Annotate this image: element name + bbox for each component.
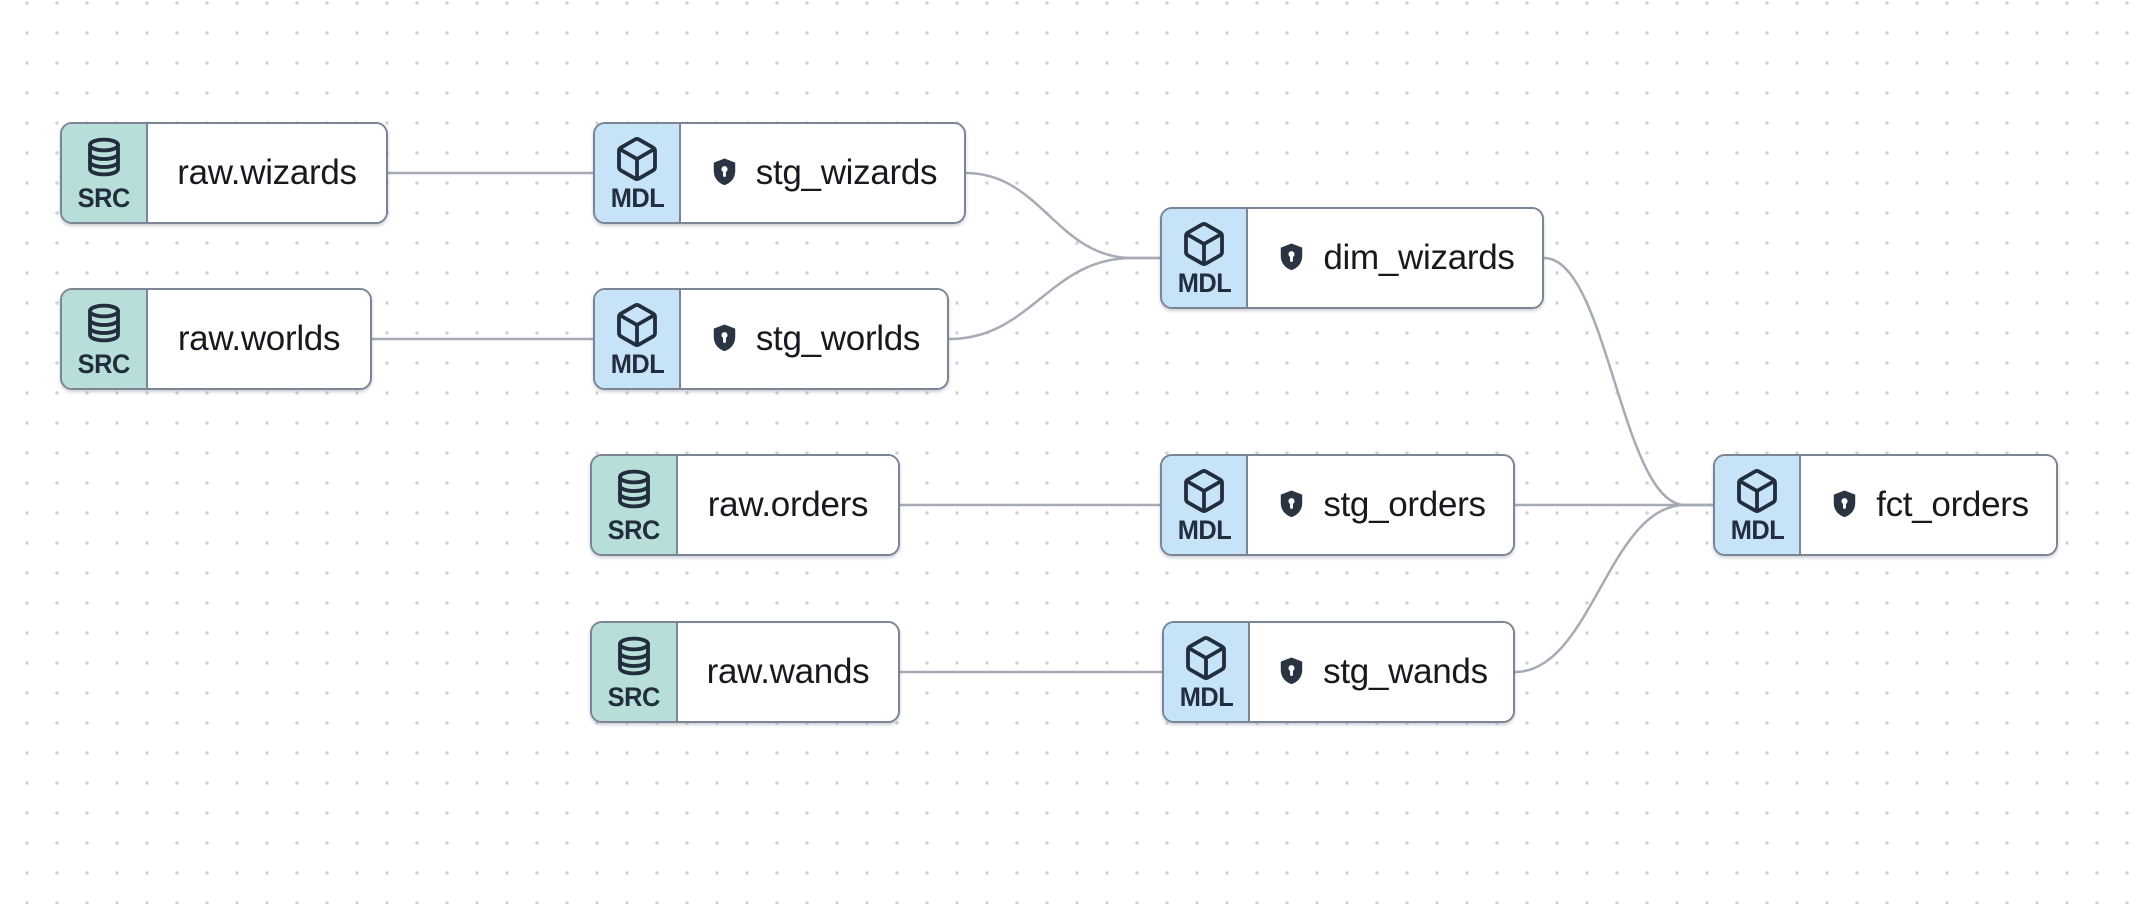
node-type-label: MDL	[1177, 267, 1231, 298]
node-type-badge: SRC	[592, 623, 678, 721]
node-stg-wands[interactable]: MDL stg_wands	[1162, 621, 1515, 723]
shield-lock-icon	[1275, 488, 1308, 523]
node-type-badge: SRC	[62, 290, 148, 388]
cube-icon	[1180, 220, 1228, 268]
node-type-label: MDL	[610, 182, 664, 213]
node-label: fct_orders	[1876, 485, 2029, 524]
node-stg-wizards[interactable]: MDL stg_wizards	[593, 122, 966, 224]
edge-stg-wizards-to-dim-wizards	[965, 171, 1160, 260]
cube-icon	[1733, 467, 1781, 515]
cube-icon	[1182, 634, 1230, 682]
node-body: raw.wands	[678, 623, 898, 721]
database-icon	[610, 634, 658, 682]
database-icon	[610, 467, 658, 515]
shield-lock-icon	[1828, 488, 1861, 523]
node-type-label: SRC	[77, 348, 131, 379]
node-type-badge: MDL	[1162, 209, 1248, 307]
node-raw-orders[interactable]: SRC raw.orders	[590, 454, 900, 556]
node-body: raw.orders	[678, 456, 898, 554]
cube-icon	[613, 135, 661, 183]
node-label: stg_worlds	[755, 319, 921, 358]
node-fct-orders[interactable]: MDL fct_orders	[1713, 454, 2058, 556]
node-raw-wands[interactable]: SRC raw.wands	[590, 621, 900, 723]
node-label: stg_wizards	[755, 153, 938, 192]
node-type-badge: MDL	[1164, 623, 1250, 721]
database-icon	[80, 135, 128, 183]
edge-dim-wizards-to-fct-orders	[1543, 256, 1713, 507]
node-type-badge: SRC	[592, 456, 678, 554]
cube-icon	[1180, 467, 1228, 515]
node-body: stg_orders	[1248, 456, 1513, 554]
edge-stg-wands-to-fct-orders	[1514, 503, 1713, 674]
node-label: raw.orders	[707, 485, 869, 524]
node-type-label: MDL	[1179, 681, 1233, 712]
node-dim-wizards[interactable]: MDL dim_wizards	[1160, 207, 1544, 309]
node-body: raw.worlds	[148, 290, 370, 388]
cube-icon	[613, 301, 661, 349]
edge-stg-worlds-to-dim-wizards	[948, 256, 1160, 341]
node-label: raw.wizards	[177, 153, 357, 192]
node-body: stg_wands	[1250, 623, 1513, 721]
node-stg-orders[interactable]: MDL stg_orders	[1160, 454, 1515, 556]
node-type-badge: MDL	[1162, 456, 1248, 554]
node-label: raw.wands	[706, 652, 870, 691]
shield-lock-icon	[708, 156, 741, 191]
node-type-label: MDL	[1177, 514, 1231, 545]
node-type-label: SRC	[607, 681, 661, 712]
node-body: raw.wizards	[148, 124, 386, 222]
node-body: stg_wizards	[681, 124, 964, 222]
node-stg-worlds[interactable]: MDL stg_worlds	[593, 288, 949, 390]
node-raw-worlds[interactable]: SRC raw.worlds	[60, 288, 372, 390]
database-icon	[80, 301, 128, 349]
node-body: stg_worlds	[681, 290, 947, 388]
node-type-badge: MDL	[1715, 456, 1801, 554]
node-label: stg_wands	[1323, 652, 1488, 691]
node-body: dim_wizards	[1248, 209, 1542, 307]
node-raw-wizards[interactable]: SRC raw.wizards	[60, 122, 388, 224]
node-type-label: SRC	[607, 514, 661, 545]
node-type-label: SRC	[77, 182, 131, 213]
shield-lock-icon	[1275, 241, 1308, 276]
node-type-badge: MDL	[595, 124, 681, 222]
node-label: stg_orders	[1323, 485, 1486, 524]
node-label: raw.worlds	[177, 319, 341, 358]
node-label: dim_wizards	[1323, 238, 1515, 277]
node-type-label: MDL	[1730, 514, 1784, 545]
shield-lock-icon	[708, 322, 741, 357]
node-type-label: MDL	[610, 348, 664, 379]
node-body: fct_orders	[1801, 456, 2056, 554]
node-type-badge: SRC	[62, 124, 148, 222]
node-type-badge: MDL	[595, 290, 681, 388]
shield-lock-icon	[1275, 655, 1308, 690]
